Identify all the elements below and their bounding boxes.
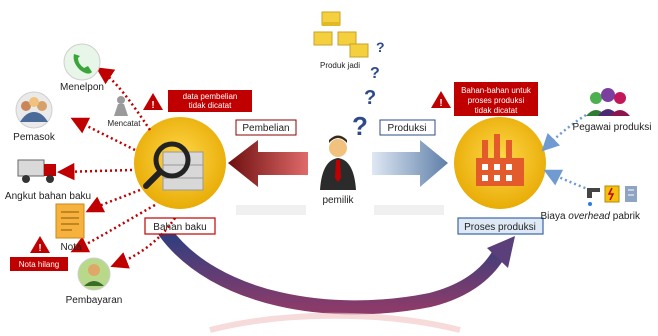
purchase-alert: ! data pembelian tidak dicatat [143, 90, 252, 112]
svg-text:?: ? [370, 65, 380, 82]
lost-receipt-alert: ! Nota hilang [10, 236, 68, 271]
purchase-label-box: Pembelian [235, 119, 297, 136]
warning-icon [143, 93, 163, 110]
svg-text:Nota hilang: Nota hilang [19, 260, 59, 269]
svg-text:!: ! [151, 100, 154, 111]
cycle-curve-shadow [209, 312, 461, 333]
magnifier-icon [143, 141, 191, 189]
receipt-label: Nota [60, 242, 82, 253]
svg-text:?: ? [352, 111, 368, 141]
owner-label: pemilik [322, 195, 354, 206]
overhead-label: Biaya overhead pabrik [540, 211, 641, 222]
owner-icon [320, 135, 356, 190]
supplier-label: Pemasok [13, 132, 56, 143]
svg-text:Bahan-bahan untuk: Bahan-bahan untuk [461, 86, 532, 95]
warning-icon [30, 236, 50, 253]
cycle-curve [158, 225, 507, 315]
utilities-icon [587, 185, 637, 206]
question-marks-icon: ? ? ? ? [352, 39, 385, 141]
production-alert: ! Bahan-bahan untuk proses produksi tida… [431, 82, 538, 116]
raw-material-label: Bahan baku [153, 222, 206, 233]
svg-text:!: ! [439, 98, 442, 109]
production-label-box: Produksi [379, 119, 436, 136]
left-connectors [57, 67, 177, 269]
writing-person-icon [114, 96, 128, 116]
svg-text:data pembelian: data pembelian [183, 92, 238, 101]
purchase-label: Pembelian [242, 123, 289, 134]
raw-material-label-box: Bahan baku [144, 217, 216, 235]
workers-label: Pegawai produksi [573, 122, 652, 133]
payment-label: Pembayaran [66, 295, 123, 306]
svg-text:?: ? [364, 87, 376, 109]
svg-text:tidak dicatat: tidak dicatat [189, 101, 232, 110]
record-label: Mencatat [108, 119, 142, 128]
call-label: Menelpon [60, 82, 104, 93]
svg-text:proses produksi: proses produksi [468, 96, 525, 105]
transport-label: Angkut bahan baku [5, 191, 91, 202]
factory-icon [476, 134, 524, 186]
truck-icon [17, 159, 56, 183]
suppliers-icon [15, 91, 53, 129]
production-hub-label-box: Proses produksi [457, 217, 544, 235]
payment-icon [77, 257, 111, 291]
phone-icon [63, 43, 101, 81]
svg-text:?: ? [376, 39, 385, 55]
production-label: Produksi [388, 123, 427, 134]
purchase-arrow [228, 140, 308, 215]
receipt-icon [55, 203, 85, 239]
production-arrow [372, 140, 448, 215]
cycle-curve-arrowhead [487, 236, 515, 268]
production-hub-label: Proses produksi [464, 222, 536, 233]
product-boxes-icon [313, 11, 369, 58]
raw-material-hub [134, 117, 226, 209]
product-label: Produk jadi [320, 61, 360, 70]
svg-text:tidak dicatat: tidak dicatat [475, 106, 518, 115]
workers-icon [586, 88, 630, 116]
warning-icon [431, 91, 451, 108]
svg-text:!: ! [38, 243, 41, 254]
